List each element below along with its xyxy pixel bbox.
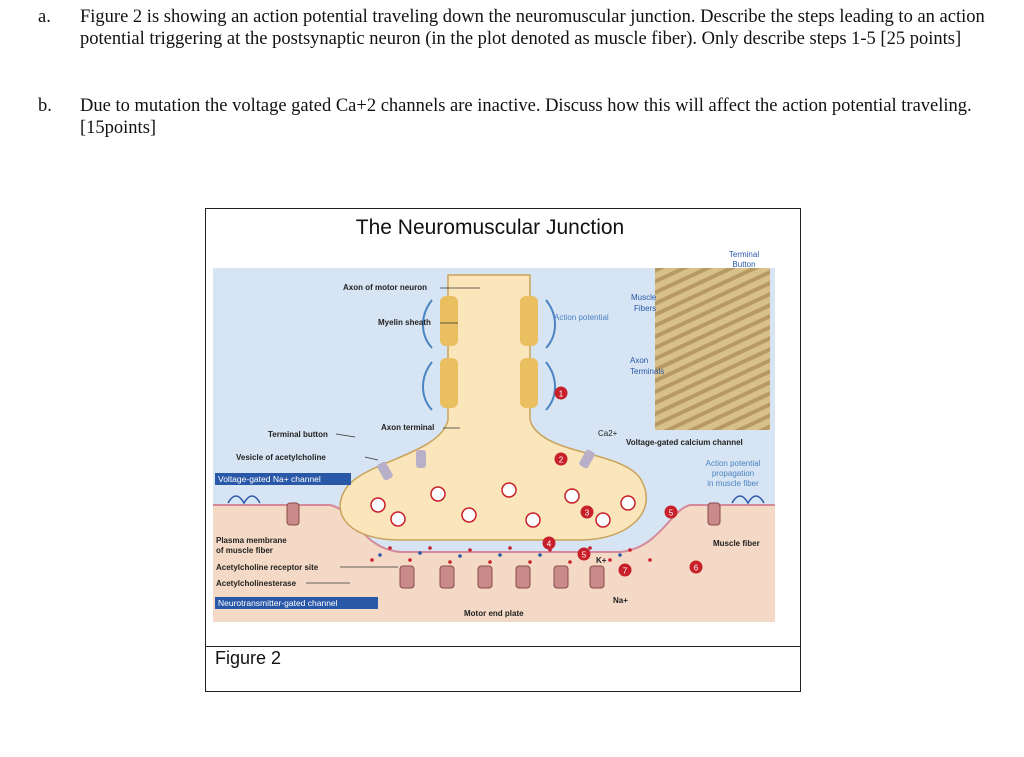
figure-title: The Neuromuscular Junction	[355, 216, 625, 239]
label-ach-receptor: Acetylcholine receptor site	[216, 563, 319, 572]
label-terminal-button: Terminal button	[268, 430, 328, 439]
svg-text:5: 5	[582, 551, 587, 560]
na-channel-right	[707, 502, 721, 526]
micrograph-photo	[655, 268, 770, 430]
na-channel-left	[286, 502, 300, 526]
question-a-text: Figure 2 is showing an action potential …	[80, 7, 985, 49]
label-plasma-2: of muscle fiber	[216, 546, 273, 555]
svg-text:7: 7	[623, 567, 628, 576]
figure-caption: Figure 2	[215, 648, 282, 668]
label-ca: Ca2+	[598, 429, 618, 438]
muscle-fiber-region	[213, 505, 775, 622]
label-nt-channel: Neurotransmitter-gated channel	[218, 598, 338, 608]
label-photo-muscle-1: Muscle	[631, 293, 657, 302]
label-plasma-1: Plasma membrane	[216, 536, 287, 545]
label-vesicle: Vesicle of acetylcholine	[236, 453, 326, 462]
label-axon-motor: Axon of motor neuron	[343, 283, 427, 292]
svg-text:6: 6	[694, 564, 699, 573]
label-action-potential: Action potential	[554, 313, 609, 322]
label-photo-axon-1: Axon	[630, 356, 648, 365]
label-photo-terminal-1: Terminal	[729, 250, 759, 259]
label-na: Na+	[613, 596, 628, 605]
acetylcholine-molecules	[370, 546, 652, 564]
label-photo-axon-2: Terminals	[630, 367, 664, 376]
label-k: K+	[596, 556, 607, 565]
label-ap-prop-3: in muscle fiber	[707, 479, 759, 488]
acetylcholine-vesicles	[370, 482, 636, 528]
question-b-label: b.	[38, 96, 52, 116]
label-myelin: Myelin sheath	[378, 318, 431, 327]
svg-text:1: 1	[559, 390, 564, 399]
myelin-sheath	[440, 296, 458, 346]
label-photo-terminal-2: Button	[732, 260, 755, 269]
svg-text:2: 2	[559, 456, 564, 465]
figure-frame	[205, 208, 801, 692]
label-vg-calcium: Voltage-gated calcium channel	[626, 438, 743, 447]
step-badges: 1 2 3 4 5 5 6 7	[542, 386, 703, 577]
svg-text:5: 5	[669, 509, 674, 518]
question-b-text: Due to mutation the voltage gated Ca+2 c…	[80, 96, 972, 138]
label-axon-terminal: Axon terminal	[381, 423, 434, 432]
svg-text:3: 3	[585, 509, 590, 518]
label-ache: Acetylcholinesterase	[216, 579, 297, 588]
label-muscle-fiber: Muscle fiber	[713, 539, 760, 548]
neurotransmitter-gated-channels	[399, 565, 605, 589]
question-a-label: a.	[38, 7, 51, 27]
label-photo-muscle-2: Fibers	[634, 304, 656, 313]
label-ap-prop-1: Action potential	[706, 459, 761, 468]
label-motor-end-plate: Motor end plate	[464, 609, 524, 618]
label-ap-prop-2: propagation	[712, 469, 754, 478]
svg-text:4: 4	[547, 540, 552, 549]
label-na-channel: Voltage-gated Na+ channel	[218, 474, 321, 484]
caption-divider	[205, 646, 801, 647]
